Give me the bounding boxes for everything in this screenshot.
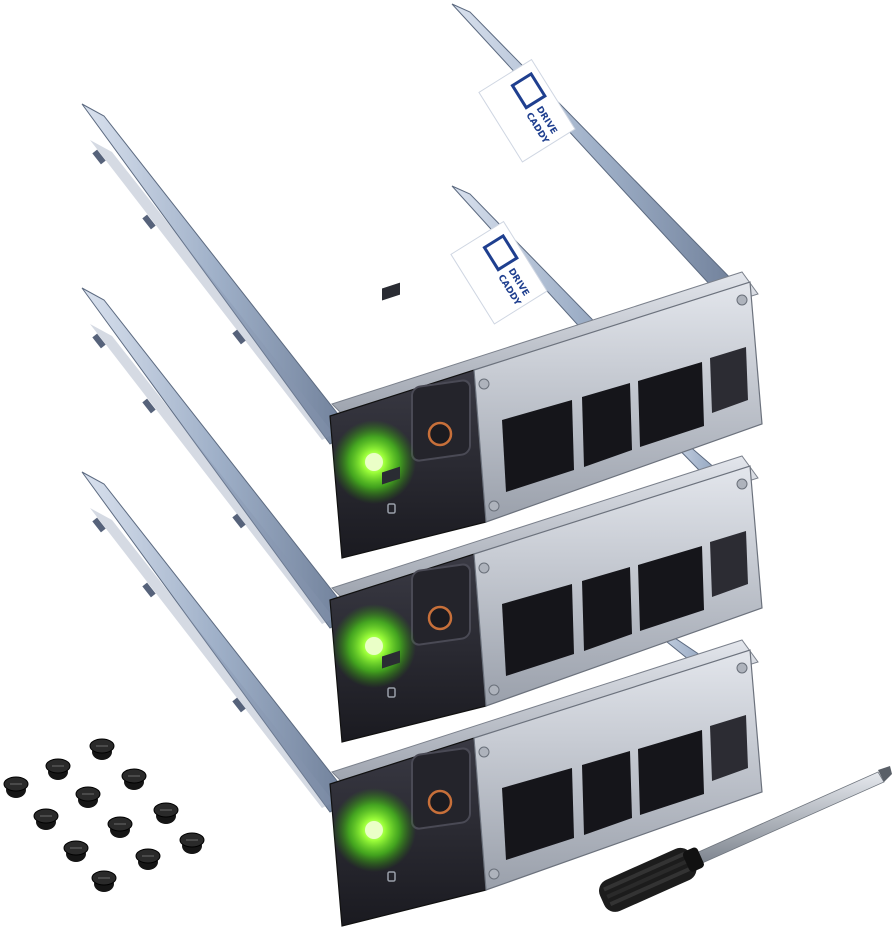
screw [63,840,89,862]
brand-label-2: DRIVE CADDY [450,220,548,325]
screw [179,832,205,854]
screw [121,768,147,790]
screw [91,870,117,892]
rear-rail-1: DRIVE CADDY [451,3,743,301]
brand-label-1: DRIVE CADDY [478,58,576,163]
screw [33,808,59,830]
screw [153,802,179,824]
screw [75,786,101,808]
screw [89,738,115,760]
screw [3,776,29,798]
screw [45,758,71,780]
screw-set [3,738,205,892]
screw [107,816,133,838]
screw [135,848,161,870]
screwdriver [599,766,892,912]
